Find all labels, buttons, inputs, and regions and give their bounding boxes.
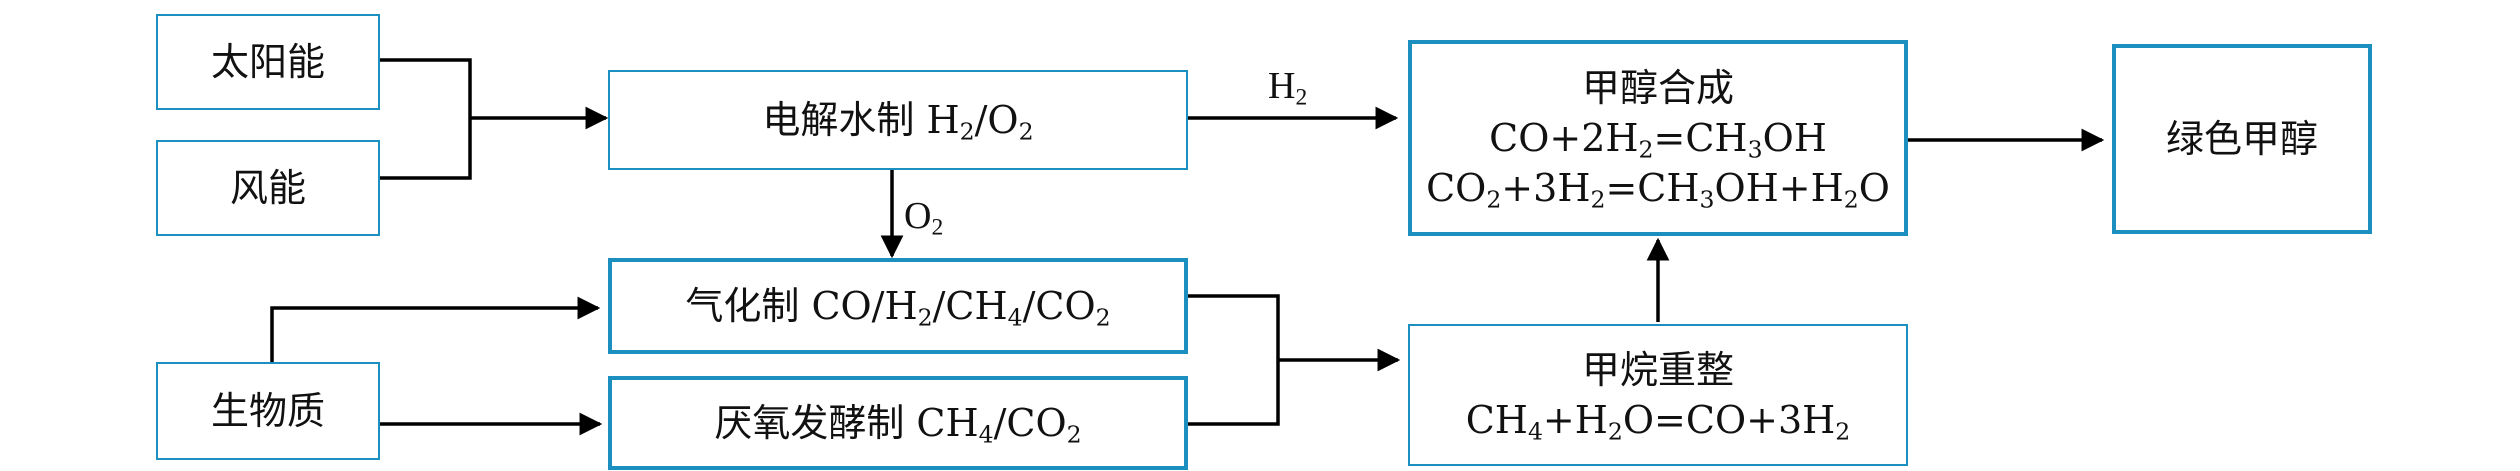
gasification-box: 气化制 CO/H2/CH4/CO2: [608, 258, 1188, 354]
biomass-box: 生物质: [156, 362, 380, 460]
methane-reforming-title: 甲烷重整: [1581, 347, 1734, 392]
anaerobic-connector: [1188, 360, 1280, 426]
solar-energy-label: 太阳能: [210, 39, 325, 84]
methanol-synthesis-box: 甲醇合成 CO+2H2=CH3OH CO2+3H2=CH3OH+H2O: [1408, 40, 1908, 236]
solar-energy-box: 太阳能: [156, 14, 380, 110]
solar-connector: [380, 58, 472, 118]
methanol-synthesis-title: 甲醇合成: [1581, 65, 1734, 110]
methane-reforming-box: 甲烷重整 CH4+H2O=CO+3H2: [1408, 324, 1908, 466]
anaerobic-fermentation-label: 厌氧发酵制 CH4/CO2: [714, 400, 1082, 449]
methanol-synthesis-equation-1: CO+2H2=CH3OH: [1489, 115, 1827, 164]
electrolysis-label: 电解水制 H2/O2: [762, 97, 1034, 146]
h2-edge-label: H2: [1268, 65, 1308, 111]
gasification-connector: [1188, 294, 1280, 360]
methane-reforming-equation: CH4+H2O=CO+3H2: [1465, 398, 1851, 446]
wind-energy-label: 风能: [229, 165, 306, 210]
biomass-to-gasification-arrow: [270, 296, 601, 362]
anaerobic-fermentation-box: 厌氧发酵制 CH4/CO2: [608, 376, 1188, 470]
gasification-label: 气化制 CO/H2/CH4/CO2: [685, 283, 1111, 332]
wind-energy-box: 风能: [156, 140, 380, 236]
green-methanol-label: 绿色甲醇: [2165, 116, 2318, 161]
o2-edge-label: O2: [904, 195, 944, 241]
wind-connector: [380, 118, 472, 180]
methanol-synthesis-equation-2: CO2+3H2=CH3OH+H2O: [1426, 166, 1890, 214]
electrolysis-box: 电解水制 H2/O2: [608, 70, 1188, 170]
green-methanol-box: 绿色甲醇: [2112, 44, 2372, 234]
biomass-label: 生物质: [210, 388, 325, 433]
